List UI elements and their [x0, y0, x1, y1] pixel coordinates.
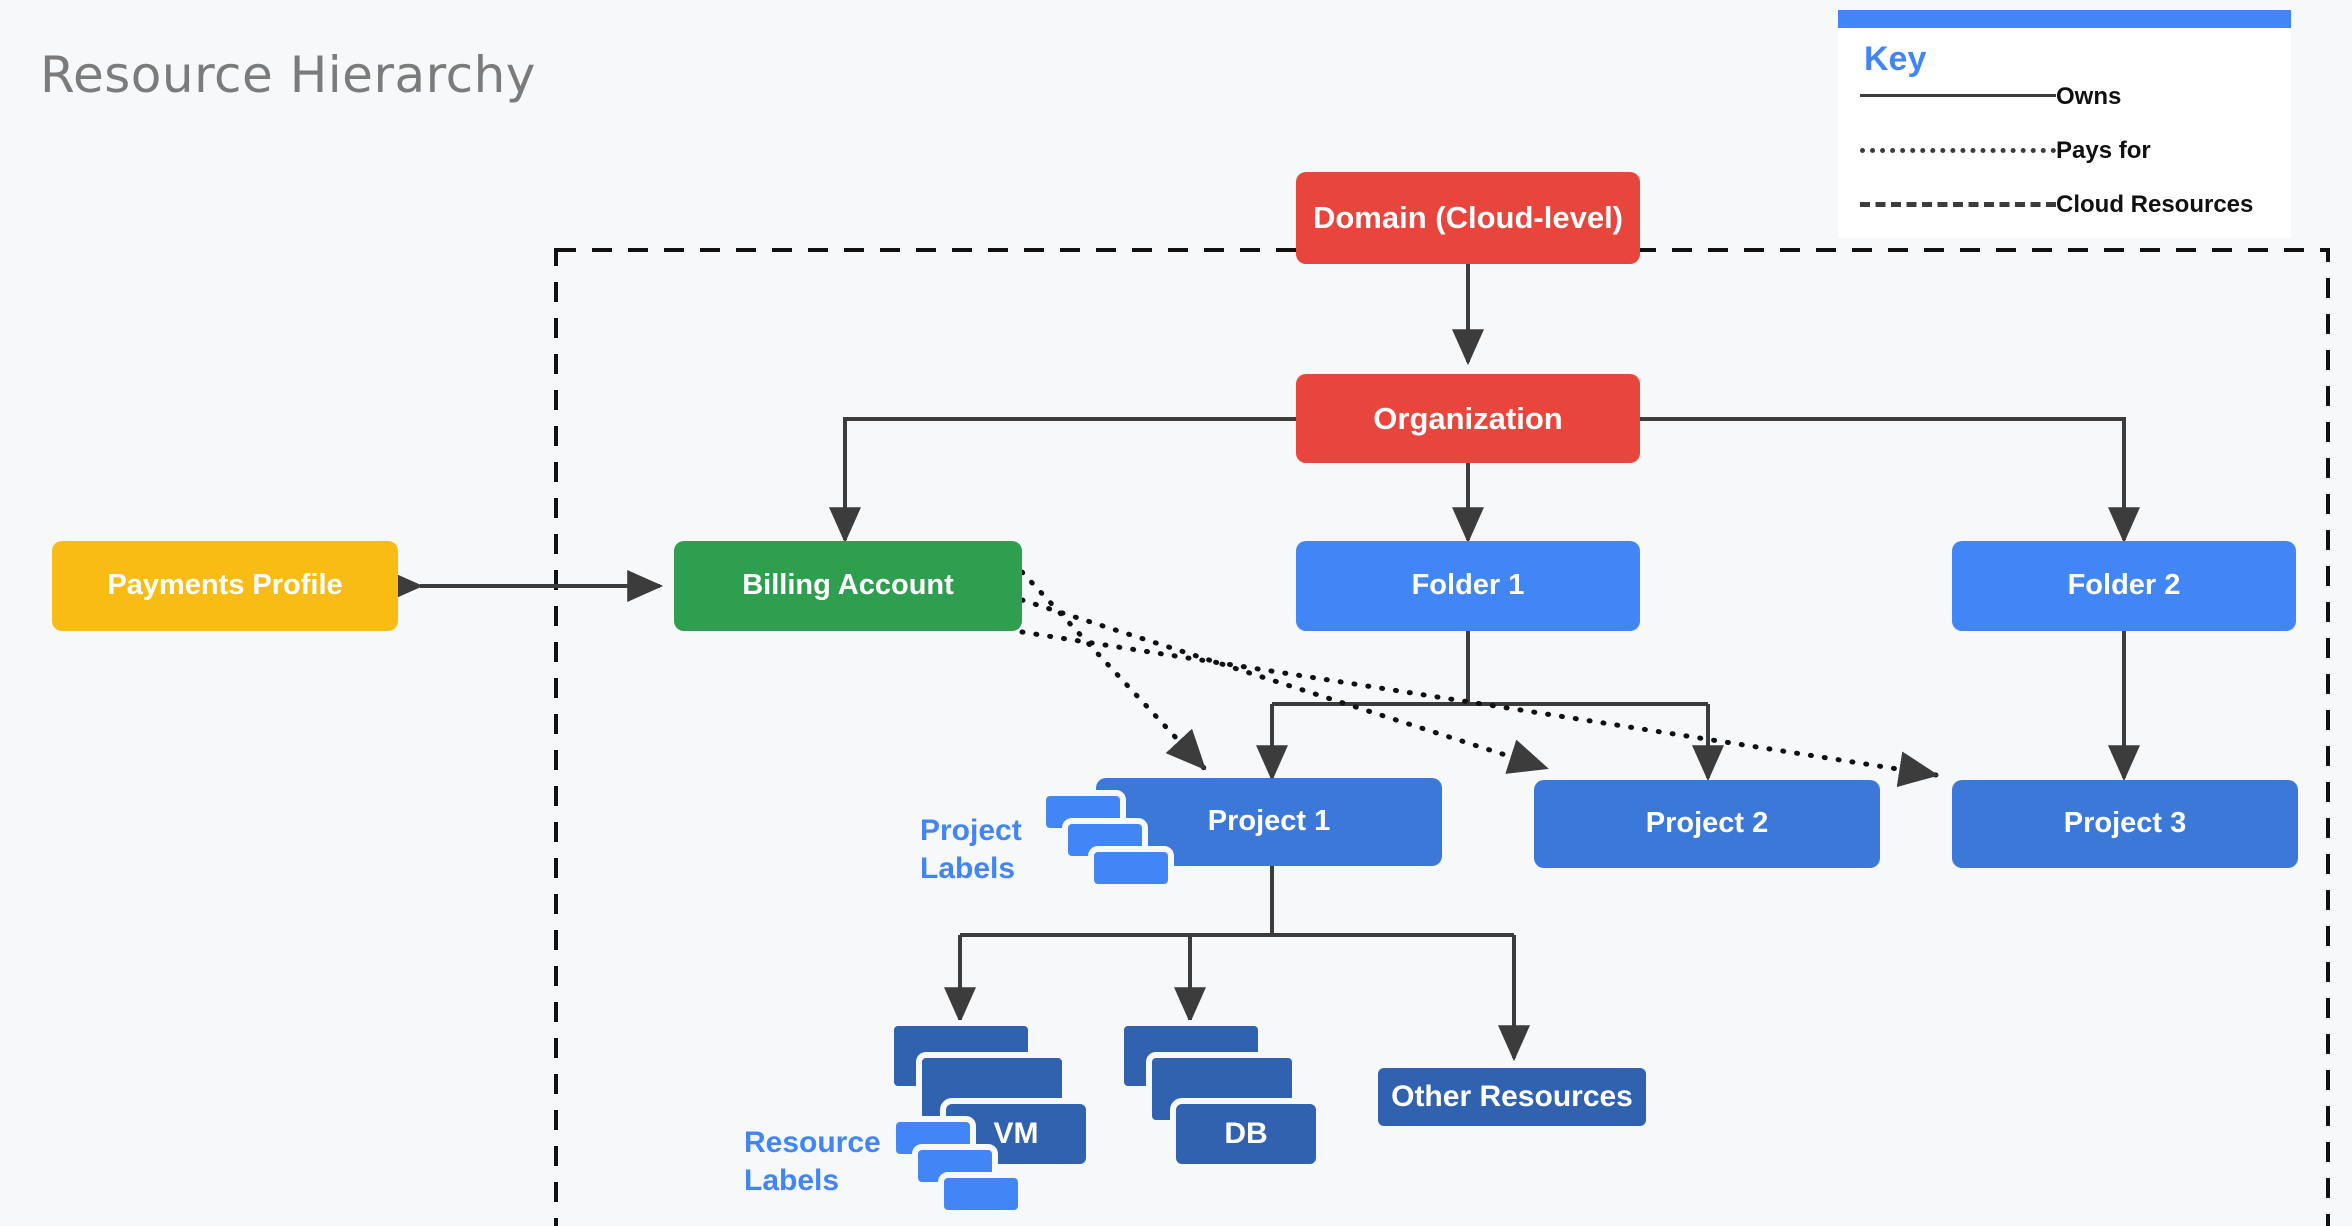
node-payments-profile[interactable]: Payments Profile: [52, 541, 398, 631]
legend-rows: Owns Pays for Cloud Resources: [1838, 78, 2291, 240]
node-project-2[interactable]: Project 2: [1534, 780, 1880, 868]
node-db-label: DB: [1224, 1117, 1268, 1150]
node-project-3-label: Project 3: [2063, 807, 2187, 840]
node-project-3[interactable]: Project 3: [1952, 780, 2298, 868]
edge-billing-project1: [1019, 569, 1207, 771]
legend-swatch-solid: [1860, 78, 2056, 97]
legend-accent-bar: [1838, 10, 2291, 28]
project-labels-annotation: Project Labels: [920, 812, 1070, 887]
edge-project1-bus: [960, 866, 1514, 937]
legend-row-owns: Owns: [1838, 78, 2291, 132]
legend-swatch-dotted: [1860, 132, 2056, 153]
node-domain[interactable]: Domain (Cloud-level): [1296, 172, 1640, 264]
node-other-resources-label: Other Resources: [1391, 1080, 1633, 1113]
legend-title: Key: [1864, 40, 1927, 78]
node-folder-1-label: Folder 1: [1411, 569, 1525, 602]
legend-swatch-dashed: [1860, 186, 2056, 207]
resource-labels-line1: Resource: [744, 1126, 881, 1159]
resource-labels-annotation: Resource Labels: [744, 1124, 934, 1199]
node-billing-account[interactable]: Billing Account: [674, 541, 1022, 631]
node-organization[interactable]: Organization: [1296, 374, 1640, 463]
legend-row-cloud-resources: Cloud Resources: [1838, 186, 2291, 240]
legend-panel: Key Owns Pays for Cloud Resources: [1838, 10, 2291, 238]
legend-label-owns: Owns: [2056, 83, 2122, 110]
node-folder-2-label: Folder 2: [2067, 569, 2181, 602]
legend-label-cloud-resources: Cloud Resources: [2056, 191, 2254, 218]
page-title: Resource Hierarchy: [40, 46, 536, 104]
node-billing-account-label: Billing Account: [742, 569, 954, 602]
node-organization-label: Organization: [1373, 400, 1563, 436]
resource-label-card-3: [938, 1172, 1024, 1216]
project-labels-line1: Project: [920, 814, 1022, 847]
resource-labels-line2: Labels: [744, 1163, 840, 1197]
node-vm-label: VM: [993, 1117, 1039, 1150]
node-project-2-label: Project 2: [1645, 807, 1769, 840]
node-project-1-label: Project 1: [1207, 805, 1331, 838]
legend-row-pays-for: Pays for: [1838, 132, 2291, 186]
dashed-line-icon: [1860, 202, 2056, 207]
legend-label-pays-for: Pays for: [2056, 137, 2151, 164]
node-folder-1[interactable]: Folder 1: [1296, 541, 1640, 631]
dotted-line-icon: [1860, 148, 2056, 153]
node-domain-label: Domain (Cloud-level): [1312, 200, 1623, 236]
edge-billing-project3: [1019, 629, 1939, 788]
edge-organization-folder2: [1640, 417, 2140, 544]
node-payments-profile-label: Payments Profile: [107, 569, 343, 602]
project-labels-stack: [1040, 790, 1180, 900]
node-other-resources[interactable]: Other Resources: [1372, 1062, 1652, 1132]
project-label-card-3: [1088, 846, 1174, 890]
node-db[interactable]: DB: [1170, 1098, 1322, 1170]
solid-line-icon: [1860, 94, 2056, 97]
resource-labels-stack: [890, 1116, 1040, 1226]
project-labels-line2: Labels: [920, 851, 1016, 885]
edge-folder1-bus: [1272, 625, 1708, 706]
node-folder-2[interactable]: Folder 2: [1952, 541, 2296, 631]
edge-organization-billing: [829, 417, 1296, 544]
